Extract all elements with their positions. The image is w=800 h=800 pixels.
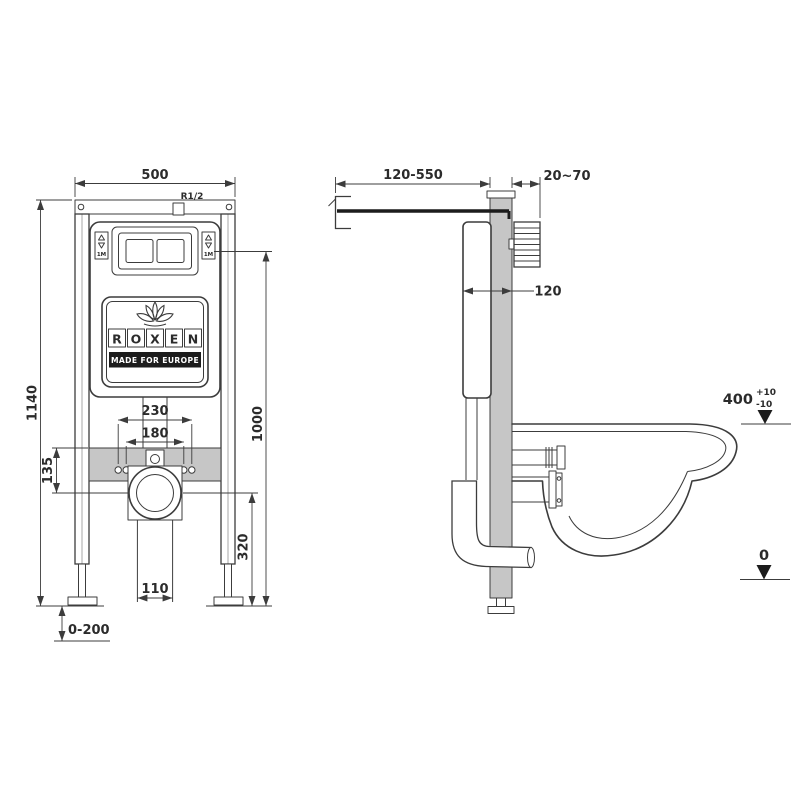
outlet-pipe — [511, 470, 563, 509]
brand-letter-boxes: R O X E N — [108, 328, 202, 348]
flange-bolt-icon — [556, 498, 562, 503]
level-arrow-icon — [756, 565, 772, 580]
dim-320: 320 — [183, 492, 258, 606]
dim-wall-range-label: 20~70 — [543, 169, 590, 184]
brand-tagline: MADE FOR EUROPE — [111, 356, 199, 365]
water-level-marker-right: 1M — [201, 231, 216, 260]
dim-foot-range-label: 0-200 — [68, 623, 110, 638]
water-inlet-fitting: R1/2 — [172, 192, 204, 216]
level-down-icon — [98, 242, 105, 249]
dim-110-label: 110 — [141, 582, 168, 597]
flange-bolt-icon — [556, 476, 562, 481]
frame-column — [489, 197, 513, 599]
dim-foot-range: 0-200 — [54, 606, 110, 642]
lotus-icon — [136, 300, 174, 327]
svg-text:1M: 1M — [204, 252, 213, 258]
level-400-tol-minus: -10 — [756, 400, 772, 410]
frame-bolt-icon — [225, 203, 233, 211]
dim-500: 500 — [74, 168, 236, 197]
brand-letter: E — [170, 332, 179, 347]
level-400-tol-plus: +10 — [756, 388, 776, 398]
dim-20-70: 20~70 — [511, 169, 591, 218]
dim-120: 120 — [463, 285, 562, 300]
foot-rod — [496, 597, 506, 608]
wall-bracket-rod — [328, 195, 511, 230]
mounting-bolt-icon — [114, 466, 122, 474]
level-down-icon — [205, 242, 212, 249]
drain-elbow — [451, 480, 535, 569]
dim-230-label: 230 — [141, 404, 168, 419]
dim-120-550: 120-550 — [335, 168, 491, 193]
brand-letter: O — [131, 332, 142, 347]
mounting-bolt-icon — [188, 466, 196, 474]
outlet-assembly-front — [88, 397, 222, 602]
level-arrow-icon — [757, 410, 773, 424]
flush-pipe — [511, 445, 566, 470]
level-up-icon — [205, 234, 212, 241]
adjustable-foot-left — [67, 563, 98, 606]
frame-top-cap — [486, 190, 516, 199]
dim-180: 180 — [125, 427, 185, 464]
brand-logo-panel: R O X E N MADE FOR EUROPE — [101, 296, 209, 388]
level-marker-400: 400 +10 -10 — [723, 388, 791, 425]
level-0-value: 0 — [759, 548, 769, 564]
level-marker-0: 0 — [740, 548, 790, 580]
svg-text:1M: 1M — [97, 252, 106, 258]
front-view: R1/2 1M 1M — [26, 168, 272, 642]
brand-letter: N — [188, 332, 198, 347]
dim-135-label: 135 — [41, 457, 56, 484]
dim-1140: 1140 — [26, 199, 104, 607]
flush-plate-housing — [508, 221, 541, 268]
dim-180-label: 180 — [141, 427, 168, 442]
flush-button-left — [125, 239, 154, 263]
brand-banner — [109, 352, 201, 368]
dim-rod-range-label: 120-550 — [383, 168, 443, 183]
flush-plate-inner — [118, 232, 192, 270]
flush-plate — [111, 226, 199, 276]
dim-1000-label: 1000 — [251, 406, 266, 442]
level-up-icon — [98, 234, 105, 241]
mounting-frame-side — [486, 190, 516, 614]
mounting-frame-front — [67, 199, 244, 606]
dim-500-label: 500 — [141, 168, 168, 183]
brand-letter: R — [112, 332, 122, 347]
cistern-side — [462, 221, 492, 480]
frame-bolt-icon — [77, 203, 85, 211]
water-level-marker-left: 1M — [94, 231, 109, 260]
dim-1140-label: 1140 — [26, 385, 41, 421]
dim-depth-label: 120 — [534, 285, 561, 300]
brand-letter: X — [150, 332, 160, 347]
wall-bracket — [334, 195, 351, 230]
frame-top-bar — [74, 199, 236, 215]
level-400-value: 400 — [723, 392, 753, 408]
adjustable-foot-right — [213, 563, 244, 606]
dim-1000: 1000 — [206, 251, 272, 607]
dim-135: 135 — [41, 447, 128, 494]
dim-230: 230 — [117, 404, 193, 464]
side-view: 120-550 20~70 120 400 +10 -10 0 — [328, 168, 791, 614]
dim-110: 110 — [137, 582, 173, 602]
toilet-bowl — [511, 423, 738, 557]
dim-320-label: 320 — [237, 533, 252, 560]
foot-plate — [487, 606, 515, 614]
flush-button-right — [156, 239, 185, 263]
inlet-label: R1/2 — [181, 192, 204, 202]
